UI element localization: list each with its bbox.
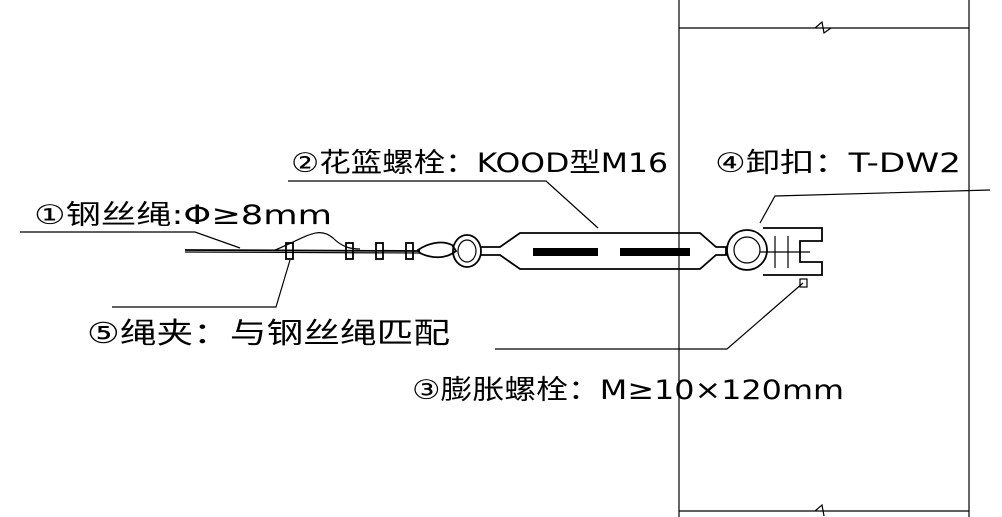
leader-shackle xyxy=(759,189,991,224)
label-rope-clip: ⑤绳夹：与钢丝绳匹配 xyxy=(87,316,450,350)
leader-rope-clip xyxy=(112,259,291,308)
rope-clips xyxy=(285,242,414,260)
leader-turnbuckle xyxy=(288,180,599,229)
wire-rope xyxy=(184,232,458,259)
leader-wire-rope xyxy=(20,231,241,249)
shackle xyxy=(726,227,823,288)
label-wire-rope: ①钢丝绳:Φ≥8mm xyxy=(34,200,332,231)
leader-lines xyxy=(20,180,991,350)
label-turnbuckle: ②花篮螺栓：KOOD型M16 xyxy=(291,148,668,179)
label-shackle: ④卸扣：T-DW2 xyxy=(715,148,961,179)
break-mark-top xyxy=(814,20,832,35)
turnbuckle xyxy=(452,232,727,270)
wall-outline xyxy=(678,0,970,517)
break-mark-bottom xyxy=(814,503,825,517)
leader-expansion-bolt xyxy=(495,282,804,350)
label-expansion-bolt: ③膨胀螺栓：M≥10×120mm xyxy=(412,375,844,406)
